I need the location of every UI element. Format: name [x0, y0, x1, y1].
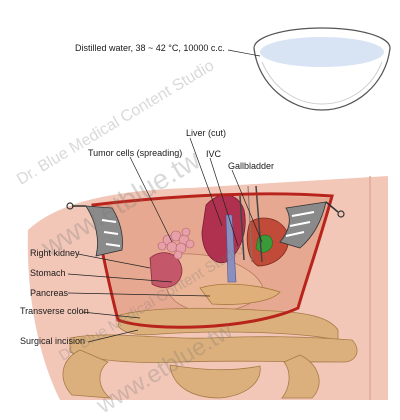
label-transverse-colon: Transverse colon: [20, 306, 89, 316]
label-tumor-cells: Tumor cells (spreading): [88, 148, 183, 158]
kidney-organ: [149, 252, 183, 288]
water-bowl: [253, 27, 391, 111]
label-pancreas: Pancreas: [30, 288, 69, 298]
tumor-cells: [157, 227, 195, 260]
leader-lines: [67, 49, 263, 343]
label-surgical-incision: Surgical incision: [20, 336, 86, 346]
label-ivc: IVC: [206, 149, 222, 159]
abdominal-cavity: [95, 185, 330, 326]
left-retractor: [66, 202, 123, 257]
label-right-kidney: Right kidney: [30, 248, 80, 258]
surgical-illustration: [27, 27, 391, 400]
label-stomach: Stomach: [30, 268, 66, 278]
label-liver: Liver (cut): [186, 128, 227, 138]
right-retractor: [279, 201, 345, 249]
pancreas-organ: [199, 283, 281, 305]
label-gallbladder: Gallbladder: [228, 161, 275, 171]
surgical-incision-outline: [91, 192, 334, 329]
ivc-vessel: [225, 214, 237, 283]
label-distilled-water: Distilled water, 38 ~ 42 °C, 10000 c.c.: [75, 43, 225, 53]
